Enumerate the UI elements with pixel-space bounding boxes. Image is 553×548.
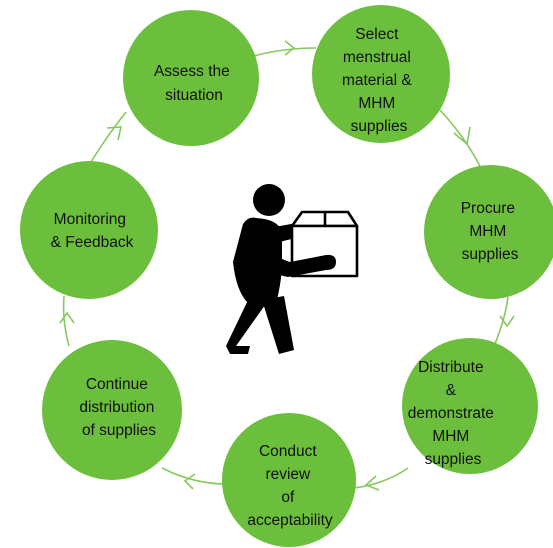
- step-label-line: Monitoring: [54, 211, 126, 228]
- step-label-line: supplies: [462, 246, 519, 263]
- step-circle: [20, 161, 158, 299]
- step-label-line: menstrual: [343, 49, 411, 66]
- arrow-head-continue-to-monitoring: [59, 311, 75, 324]
- person-front-arm: [246, 236, 336, 277]
- arrow-head-procure-to-distribute: [499, 315, 515, 328]
- arrow-select-to-procure: [439, 109, 483, 171]
- arrow-procure-to-distribute: [493, 296, 509, 347]
- cycle-step: Procure MHM supplies: [424, 165, 553, 299]
- step-label-line: Distribute: [418, 359, 483, 376]
- arrow-distribute-to-conduct: [353, 467, 409, 489]
- step-label-line: MHM: [358, 95, 395, 112]
- cycle-step: Distribute & demonstrate MHM supplies: [402, 338, 538, 474]
- step-circle: [123, 10, 259, 146]
- step-label-line: material &: [342, 72, 412, 89]
- step-label: Continue distribution of supplies: [79, 376, 158, 439]
- step-label: Procure MHM supplies: [461, 200, 520, 263]
- step-label-line: & Feedback: [51, 234, 134, 251]
- arrow-head-select-to-procure: [453, 126, 471, 146]
- step-label-line: supplies: [425, 451, 482, 468]
- step-label: Monitoring & Feedback: [51, 211, 134, 251]
- person-head: [253, 184, 285, 216]
- step-label: Distribute & demonstrate MHM supplies: [408, 359, 498, 468]
- step-label: Conduct review of acceptability: [247, 443, 333, 529]
- step-circle: [402, 338, 538, 474]
- person-back-leg: [226, 296, 270, 354]
- cycle-step: Assess the situation: [123, 10, 259, 146]
- step-label-line: acceptability: [247, 512, 333, 529]
- step-label-line: of: [281, 489, 295, 506]
- step-label-line: review: [265, 466, 311, 483]
- step-circle: [42, 340, 182, 480]
- step-label-line: &: [446, 382, 457, 399]
- person-carrying-box-icon: [226, 184, 359, 354]
- step-label-line: Conduct: [259, 443, 317, 460]
- arrow-assess-to-select: [253, 47, 317, 57]
- cycle-step: Conduct review of acceptability: [222, 413, 356, 547]
- step-label-line: supplies: [351, 118, 408, 135]
- step-label-line: Procure: [461, 200, 515, 217]
- cycle-step: Continue distribution of supplies: [42, 340, 182, 480]
- cycle-arrows: [59, 40, 515, 491]
- person-front-leg: [262, 296, 294, 354]
- step-circle: [424, 165, 553, 299]
- step-label: Select menstrual material & MHM supplies: [342, 26, 416, 135]
- step-label-line: situation: [165, 87, 223, 104]
- cycle-step: Select menstrual material & MHM supplies: [312, 5, 450, 143]
- step-label-line: Continue: [86, 376, 148, 393]
- arrow-head-conduct-to-continue: [183, 473, 196, 490]
- step-label-line: Select: [355, 26, 399, 43]
- step-label-line: Assess the: [154, 63, 230, 80]
- step-label-line: MHM: [432, 428, 469, 445]
- arrow-head-distribute-to-conduct: [364, 475, 380, 491]
- step-label-line: of supplies: [82, 422, 156, 439]
- arrow-head-monitoring-to-assess: [106, 126, 123, 141]
- cycle-step: Monitoring & Feedback: [20, 161, 158, 299]
- step-circle: [222, 413, 356, 547]
- step-label-line: demonstrate: [408, 405, 494, 422]
- step-label: Assess the situation: [154, 63, 234, 104]
- step-label-line: MHM: [469, 223, 506, 240]
- arrow-continue-to-monitoring: [62, 295, 70, 347]
- step-label-line: distribution: [79, 399, 154, 416]
- arrow-conduct-to-continue: [161, 467, 227, 485]
- step-circle: [312, 5, 450, 143]
- arrow-head-assess-to-select: [284, 40, 296, 56]
